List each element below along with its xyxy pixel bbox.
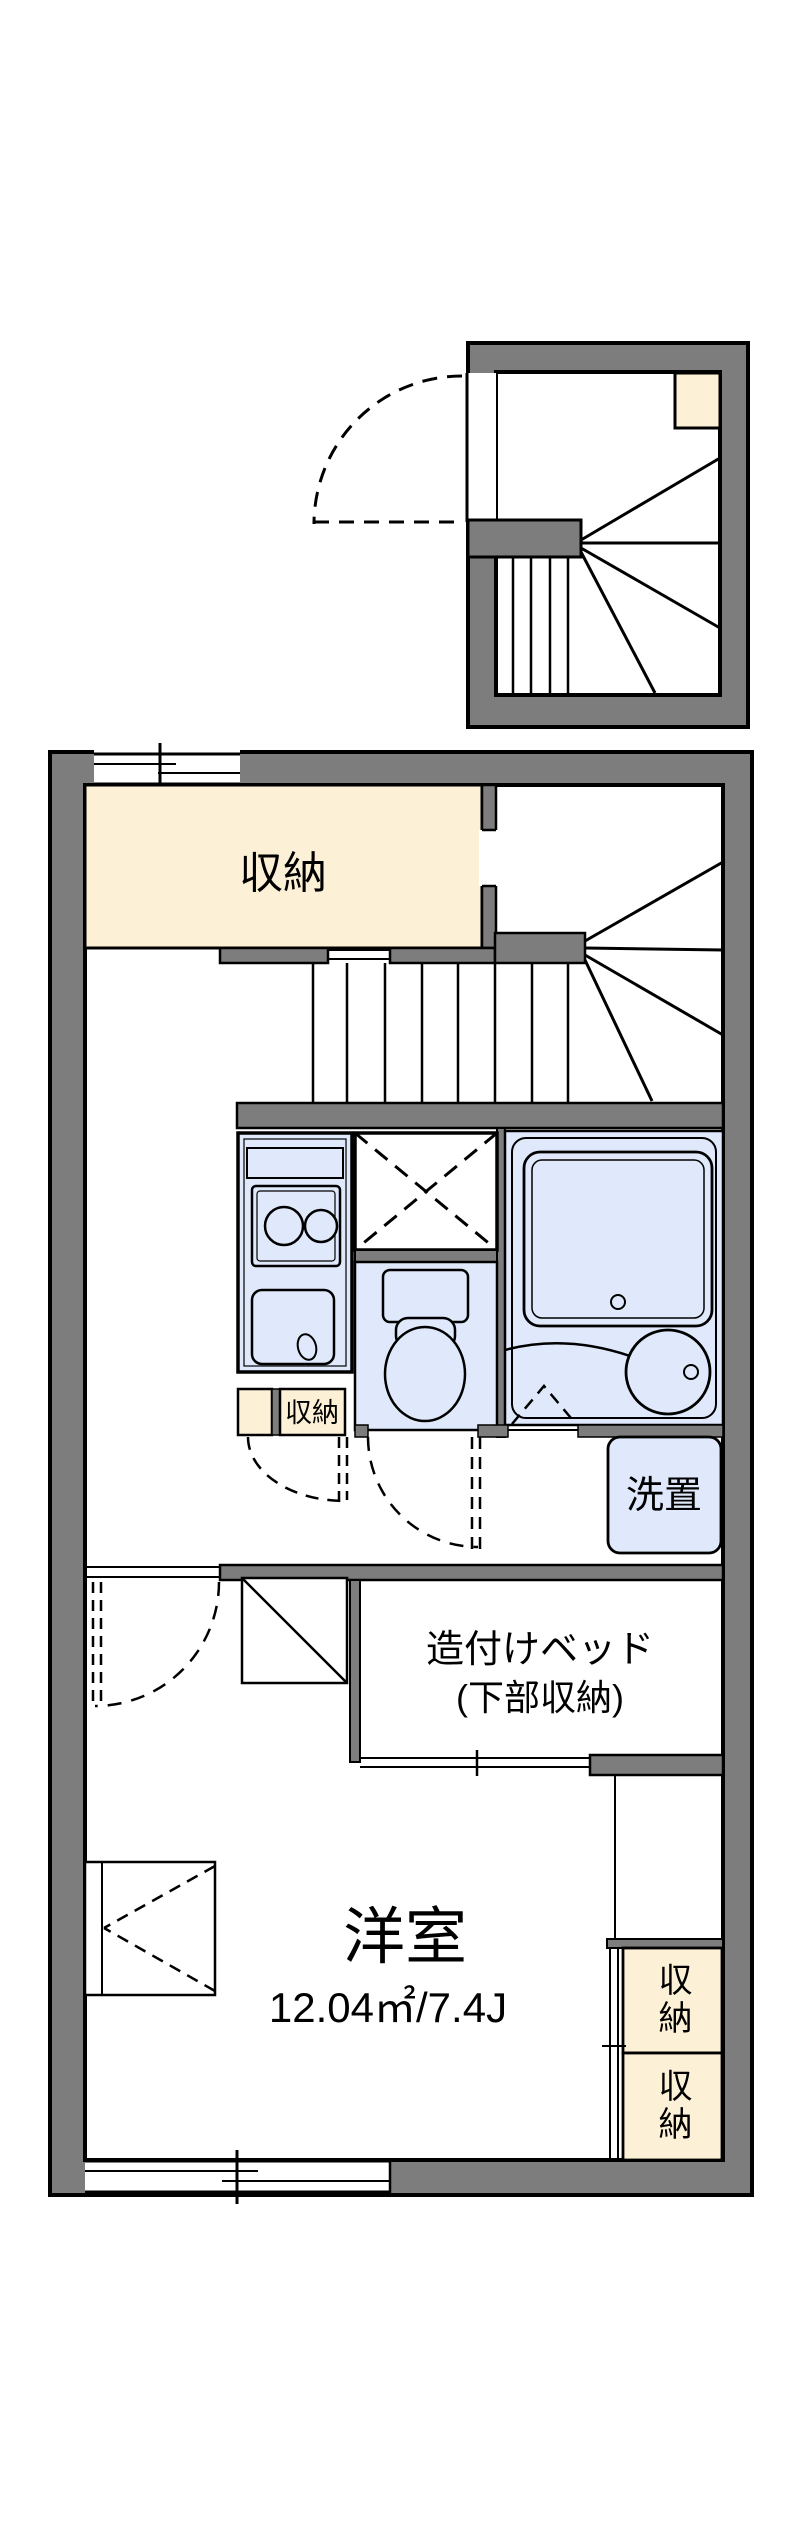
kitchen-unit [236,1131,354,1374]
entrance-floor-plan [312,341,750,729]
entrance-door-arc [312,374,463,525]
main-floor-plan: 収納 [48,743,754,2204]
stove [250,1184,342,1268]
refrigerator-space [353,1131,499,1252]
winder-block [493,931,587,965]
built-in-bed: 造付けベッド (下部収納) [349,1579,725,1777]
entrance-staircase [511,456,721,694]
main-staircase [311,860,724,1103]
bath-partition-curve [504,1342,631,1358]
bath-folding-door [508,1384,578,1431]
room-entry-door [91,1581,221,1708]
bed-label-line2: (下部収納) [456,1677,624,1718]
toilet [381,1268,470,1423]
side-window [83,1860,217,1997]
bathtub [522,1150,714,1328]
room-top-wall [85,1563,725,1582]
storage-bottom-label: 収納 [653,2068,691,2144]
toilet-door [366,1436,482,1551]
bed-label-line1: 造付けベッド [426,1629,654,1671]
room-area-label: 12.04㎡/7.4J [269,1984,507,2031]
washbasin [624,1328,712,1416]
washer-space-label: 洗置 [626,1475,702,1517]
room-name-label: 洋室 [343,1903,467,1972]
faucet [296,1333,318,1361]
entrance-stair-divider-wall [466,518,583,559]
drain [610,1294,626,1310]
bottom-sliding-window [85,2150,392,2204]
bed-left-wall [349,1579,361,1763]
kitchen-counter-back [246,1147,344,1179]
under-stair-storage: 収納 [236,1387,347,1437]
right-storage: 収納 収納 [602,1938,724,2162]
burner-right [303,1208,339,1244]
desk-counter [240,1576,349,1685]
closet-side-wall [479,783,499,950]
bathroom [503,1129,725,1427]
storage-top-label: 収納 [653,1962,691,2038]
bath-unit-outline [511,1137,717,1419]
shoe-cabinet [673,371,722,430]
washbasin-knob [683,1364,699,1380]
under-stair-storage-label: 収納 [285,1398,339,1428]
sink [250,1288,336,1366]
stair-bottom-wall [235,1101,725,1130]
toilet-top-wall [354,1249,498,1263]
closet-label: 収納 [239,849,327,898]
toilet-tank [381,1268,470,1324]
top-window [94,743,240,795]
washer-space: 洗置 [606,1435,723,1555]
toilet-bowl [383,1325,467,1423]
storage-box-bottom [621,2051,724,2162]
entrance-door-opening [464,373,496,520]
toilet-room [353,1260,499,1432]
bed-right-wall [588,1753,725,1777]
small-closet-door [246,1436,349,1503]
burner-left [263,1205,305,1247]
